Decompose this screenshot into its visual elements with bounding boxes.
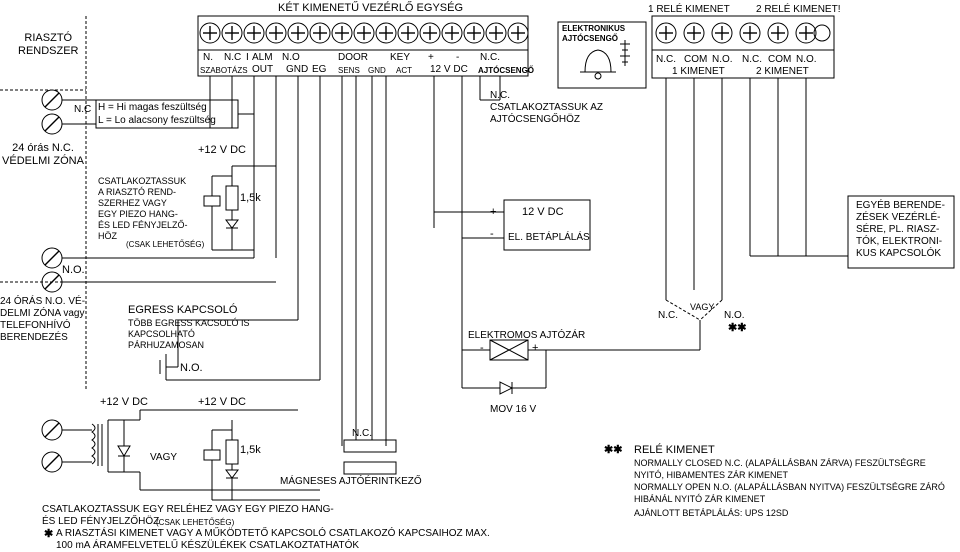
power-minus-label: -	[490, 228, 494, 240]
zone24-nc-label: 24 órás N.C. VÉDELMI ZÓNA	[2, 142, 84, 167]
relay-label-com1: COM	[684, 54, 708, 65]
voltage-high-label: H = Hi magas feszültség	[98, 102, 207, 113]
legend-line3: NORMALLY OPEN N.O. (ALAPÁLLÁSBAN NYITVA)…	[634, 482, 945, 492]
term-label-no: N.O	[282, 52, 300, 63]
bottom-supply1: +12 V DC	[100, 396, 148, 408]
power-supply-label: EL. BETÁPLÁLÁS	[508, 232, 590, 243]
lock-title: ELEKTROMOS AJTÓZÁR	[468, 330, 586, 341]
lock-minus: -	[480, 342, 484, 354]
piezo-top-supply: +12 V DC	[198, 144, 246, 156]
bottom-resistor: 1,5k	[240, 444, 261, 456]
term-label-out: OUT	[252, 64, 274, 75]
term-label-tamper: SZABOTÁZS	[200, 66, 248, 75]
piezo-top-text: CSATLAKOZTASSUK A RIASZTÓ REND- SZERHEZ …	[98, 176, 188, 241]
lock-plus: +	[532, 342, 539, 354]
bottom-line2-optional: (CSAK LEHETŐSÉG)	[156, 518, 235, 527]
power-plus-label: +	[490, 206, 497, 218]
term-label-12vdc: 12 V DC	[430, 64, 468, 75]
term-label-bell: AJTÓCSENGŐ	[478, 66, 535, 75]
piezo-top-resistor: 1,5k	[240, 192, 261, 204]
main-title: KÉT KIMENETŰ VEZÉRLŐ EGYSÉG	[278, 2, 464, 14]
relay-label-no1: N.O.	[712, 54, 733, 65]
bottom-line3: A RIASZTÁSI KIMENET VAGY A MŰKÖDTETŐ KAP…	[56, 528, 490, 539]
legend-line5: AJÁNLOTT BETÁPLÁLÁS: UPS 12SD	[634, 508, 789, 518]
egress-title: EGRESS KAPCSOLÓ	[128, 304, 238, 316]
term-label-plus: +	[428, 52, 434, 63]
term-label-door: DOOR	[338, 52, 368, 63]
alarm-system-label: RIASZTÓ RENDSZER	[18, 32, 79, 57]
bottom-line4: 100 mA ÁRAMFELVETELŰ KÉSZÜLÉKEK CSATLAKO…	[56, 540, 360, 551]
term-label-minus: -	[456, 52, 460, 63]
main-terminal-screws	[199, 22, 529, 44]
power-voltage: 12 V DC	[522, 206, 564, 218]
bell-title: ELEKTRONIKUS AJTÓCSENGŐ	[562, 24, 626, 43]
relay-label-com2: COM	[768, 54, 792, 65]
relay-label-nc2: N.C.	[742, 54, 762, 65]
other-devices-label: EGYÉB BERENDE- ZÉSEK VEZÉRLÉ- SÉRE, PL. …	[856, 200, 945, 259]
relay2-output-label: 2 KIMENET	[756, 66, 809, 77]
voltage-nc-label: N.C	[74, 104, 92, 115]
term-label-gnd1: GND	[286, 64, 309, 75]
bottom-line2: ÉS LED FÉNYJELZŐHÖZ	[42, 516, 160, 527]
relay1-output-label: 1 KIMENET	[672, 66, 725, 77]
relay1-title: 1 RELÉ KIMENET	[648, 4, 730, 15]
magnet-label: MÁGNESES AJTÓÉRINTKEZŐ	[280, 476, 422, 487]
relay-terminal-screws	[655, 22, 831, 44]
term-label-alm: ALM	[252, 52, 273, 63]
term-label-eg: EG	[312, 64, 327, 75]
relay2-title: 2 RELÉ KIMENET!	[756, 4, 841, 15]
bottom-line1: CSATLAKOZTASSUK EGY RELÉHEZ VAGY EGY PIE…	[42, 504, 334, 515]
term-label-key: KEY	[390, 52, 411, 63]
legend-line2: NYITÓ, HIBAMENTES ZÁR KIMENET	[634, 470, 789, 480]
mov-label: MOV 16 V	[490, 404, 537, 415]
term-label-gnd2: GND	[368, 66, 386, 75]
bell-nc-label: N.C.	[490, 90, 510, 101]
term-label-act: ACT	[396, 66, 412, 75]
term-label-bell-nc: N.C.	[480, 52, 500, 63]
egress-desc: TÖBB EGRESS KACSOLÓ IS KAPCSOLHATÓ PÁRHU…	[128, 318, 250, 350]
term-label-n: N.	[203, 52, 213, 63]
bottom-supply2: +12 V DC	[198, 396, 246, 408]
zone-no-label: N.O.	[62, 264, 85, 276]
egress-no-label: N.O.	[180, 362, 203, 374]
relay-terminal-block	[651, 15, 835, 79]
bottom-star: ✱	[44, 528, 54, 540]
legend-title: RELÉ KIMENET	[634, 444, 715, 456]
voltage-low-label: L = Lo alacsony feszültség	[98, 115, 216, 126]
main-terminal-block	[197, 15, 529, 77]
term-label-sens: SENS	[338, 66, 360, 75]
legend-line1: NORMALLY CLOSED N.C. (ALAPÁLLÁSBAN ZÁRVA…	[634, 458, 926, 468]
relay-label-no2: N.O.	[796, 54, 817, 65]
lock-nc-label: N.C.	[658, 310, 678, 321]
bottom-vagy: VAGY	[150, 452, 178, 463]
bell-box	[557, 21, 647, 89]
term-label-nc: N.C	[224, 52, 242, 63]
piezo-top-optional: (CSAK LEHETŐSÉG)	[126, 240, 205, 249]
lock-vagy-label: VAGY	[690, 302, 715, 312]
legend-stars: ✱✱	[604, 444, 623, 456]
lock-no-label: N.O.	[724, 310, 745, 321]
magnet-nc-label: N.C.	[352, 428, 372, 439]
zone24-no-label: 24 ÓRÁS N.O. VÉ- DELMI ZÓNA vagy TELEFON…	[0, 296, 86, 343]
bell-connect-note: CSATLAKOZTASSUK AZ AJTÓCSENGŐHÖZ	[490, 102, 603, 125]
term-label-i: I	[246, 52, 249, 63]
relay-label-nc1: N.C.	[656, 54, 676, 65]
legend-line4: HIBÁNÁL NYITÓ ZÁR KIMENET	[634, 494, 766, 504]
lock-stars: ✱✱	[728, 322, 747, 334]
